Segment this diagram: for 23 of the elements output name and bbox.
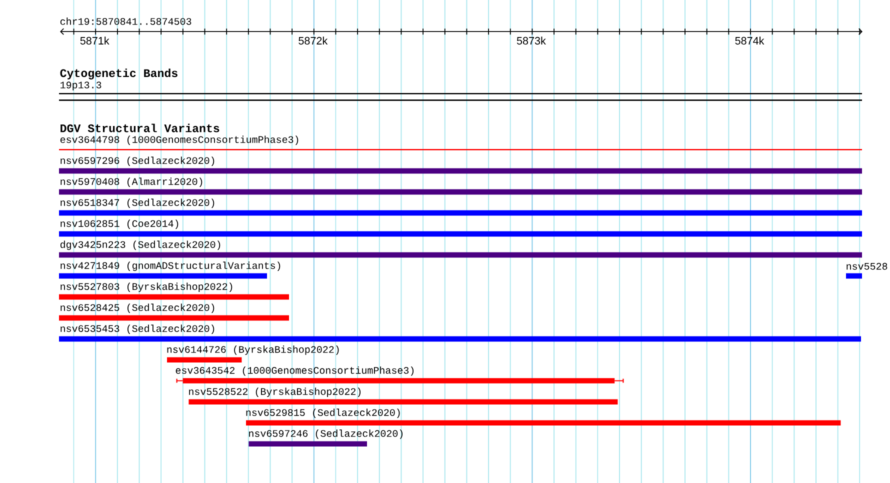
feature-label: nsv6597296 (Sedlazeck2020)	[60, 156, 214, 166]
feature-label: esv3643542 (1000GenomesConsortiumPhase3)	[176, 366, 414, 376]
band-label: 19p13.3	[60, 82, 102, 90]
feature-label: nsv6529815 (Sedlazeck2020)	[246, 408, 400, 418]
location-label: chr19:5870841..5874503	[60, 18, 192, 25]
feature-label: nsv6597246 (Sedlazeck2020)	[249, 430, 403, 439]
feature-label: nsv5528	[846, 262, 888, 270]
feature-label: nsv4271849 (gnomADStructuralVariants)	[60, 262, 280, 271]
feature-label: nsv1062851 (Coe2014)	[60, 220, 178, 229]
tick-label: 5874k	[735, 36, 764, 45]
feature-label: nsv5970408 (Almarri2020)	[60, 178, 202, 187]
tick-label: 5872k	[298, 36, 328, 45]
feature-label: nsv6528425 (Sedlazeck2020)	[60, 304, 214, 313]
feature-label: nsv5528522 (ByrskaBishop2022)	[189, 388, 361, 397]
feature-label: nsv6535453 (Sedlazeck2020)	[60, 324, 214, 334]
feature-label: nsv6144726 (ByrskaBishop2022)	[167, 346, 339, 355]
feature-label: dgv3425n223 (Sedlazeck2020)	[60, 240, 220, 250]
tick-label: 5871k	[80, 36, 110, 45]
feature-label: nsv6518347 (Sedlazeck2020)	[60, 198, 214, 208]
feature-label: esv3644798 (1000GenomesConsortiumPhase3)	[60, 136, 298, 145]
tick-label: 5873k	[516, 36, 546, 45]
track-title: DGV Structural Variants	[60, 124, 220, 132]
feature-label: nsv5527803 (ByrskaBishop2022)	[60, 282, 232, 292]
